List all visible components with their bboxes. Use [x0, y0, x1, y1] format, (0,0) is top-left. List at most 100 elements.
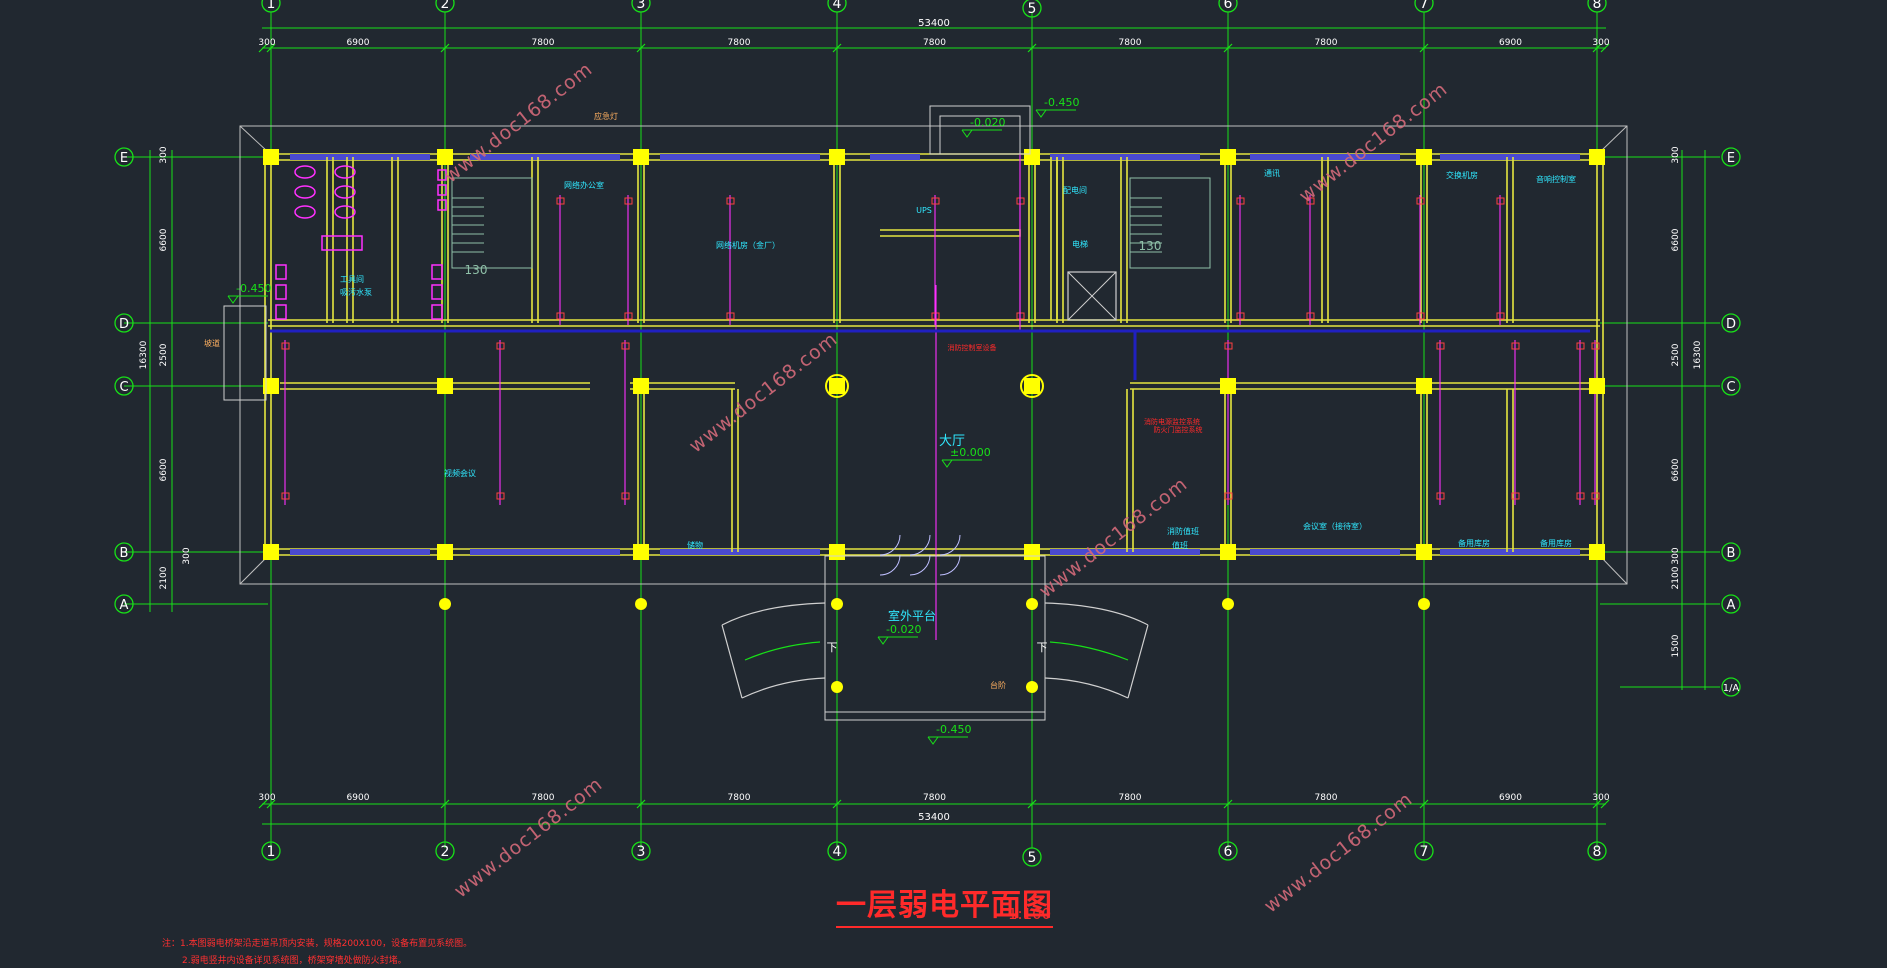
socket [621, 492, 630, 500]
dim-tick [440, 43, 450, 53]
room-comm: 通讯 [1264, 168, 1280, 178]
dim-tick [266, 799, 276, 809]
axis-number-bottom: 6 [1224, 844, 1233, 860]
dim-text: 300 [1592, 38, 1609, 48]
dim-tick [266, 43, 276, 53]
column [829, 544, 845, 560]
room-water: 吸污水泵 [340, 287, 372, 297]
axis-number-top: 1 [267, 0, 276, 12]
dim-tick [832, 43, 842, 53]
dim-text-v: 2100 [159, 566, 169, 589]
socket [1306, 197, 1315, 205]
axis-bubble-bottom [1022, 847, 1042, 867]
dim-text: 7800 [1315, 38, 1338, 48]
dim-text-v: 300 [1671, 547, 1681, 564]
axis-number-bottom: 8 [1593, 844, 1602, 860]
room-spare-1: 备用库房 [1458, 538, 1490, 548]
column [633, 378, 649, 394]
toilet-fixture [334, 165, 356, 179]
column [1024, 149, 1040, 165]
room-power: 配电间 [1063, 185, 1087, 195]
dim-text: 7800 [1119, 793, 1142, 803]
column [831, 380, 843, 392]
axis-bubble-right [1721, 313, 1741, 333]
level-hall-mark [941, 459, 953, 468]
axis-bubble-bottom [631, 841, 651, 861]
socket [1576, 492, 1585, 500]
level-bottom: -0.450 [936, 723, 971, 736]
axis-bubble-bottom [1587, 841, 1607, 861]
room-labels: -0.450-0.020-0.450±0.000-0.020-0.450大厅室外… [204, 96, 1576, 745]
ramp-right [1044, 602, 1149, 699]
column [263, 378, 279, 394]
axis-bubble-top [1414, 0, 1434, 13]
window [1050, 154, 1200, 160]
column [1416, 149, 1432, 165]
round-column [825, 374, 849, 398]
window [1440, 154, 1580, 160]
axis-number-bottom: 2 [441, 844, 450, 860]
room-duty: 值班 [1172, 540, 1188, 550]
level-bottom-mark [927, 736, 939, 745]
socket [556, 197, 565, 205]
axis-letter-right: 1/A [1723, 683, 1740, 694]
socket [281, 342, 290, 350]
dim-text: 7800 [728, 38, 751, 48]
level-left: -0.450 [236, 282, 271, 295]
dim-text-v: 6600 [159, 228, 169, 251]
ramp-down-label: 下 [1037, 641, 1048, 654]
axis-number-bottom: 1 [267, 844, 276, 860]
column [263, 544, 279, 560]
dim-tick [636, 43, 646, 53]
socket [931, 197, 940, 205]
dim-tick [1419, 799, 1429, 809]
level-top-mark [1035, 109, 1047, 118]
axis-number-top: 2 [441, 0, 450, 12]
dim-text: 7800 [532, 793, 555, 803]
column [1589, 378, 1605, 394]
roof-corner [239, 125, 269, 153]
dim-text-v: 6600 [159, 458, 169, 481]
drawing-scale: 1:100 [1008, 905, 1052, 923]
dim-tick [258, 799, 268, 809]
round-column [831, 598, 843, 610]
ramp-left [721, 602, 826, 699]
dim-text: 7800 [1119, 38, 1142, 48]
stair-right [1129, 177, 1211, 269]
level-left-mark [227, 295, 239, 304]
dim-text: 7800 [923, 38, 946, 48]
socket [624, 312, 633, 320]
axis-letter-left: C [119, 380, 128, 395]
elevator-shaft [1067, 271, 1117, 321]
stair-label: 130 [465, 263, 488, 277]
level-platform: -0.020 [886, 623, 921, 636]
axis-bubble-top [261, 0, 281, 13]
axis-letter-right: D [1726, 317, 1736, 332]
column [1220, 544, 1236, 560]
socket [1236, 197, 1245, 205]
room-office-net: 网络办公室 [564, 180, 604, 190]
axis-bubble-top [827, 0, 847, 13]
column [263, 149, 279, 165]
round-column [831, 681, 843, 693]
room-ups: UPS [916, 206, 932, 215]
dim-tick [440, 799, 450, 809]
level-top: -0.450 [1044, 96, 1079, 109]
dim-text: 6900 [1499, 793, 1522, 803]
dim-text: 6900 [1499, 38, 1522, 48]
column [1416, 544, 1432, 560]
column [1220, 378, 1236, 394]
axis-number-top: 5 [1028, 1, 1037, 17]
fixtures [223, 105, 1605, 721]
urinal [275, 304, 287, 320]
socket [1224, 492, 1233, 500]
toilet-fixture [294, 185, 316, 199]
dim-text-v: 6600 [1671, 458, 1681, 481]
dim-tick [636, 799, 646, 809]
dim-tick [1592, 799, 1602, 809]
socket [1511, 492, 1520, 500]
drawing-title: 一层弱电平面图 [836, 880, 1053, 928]
ramp-label: 坡道 [204, 338, 220, 348]
dim-tick [1600, 799, 1610, 809]
